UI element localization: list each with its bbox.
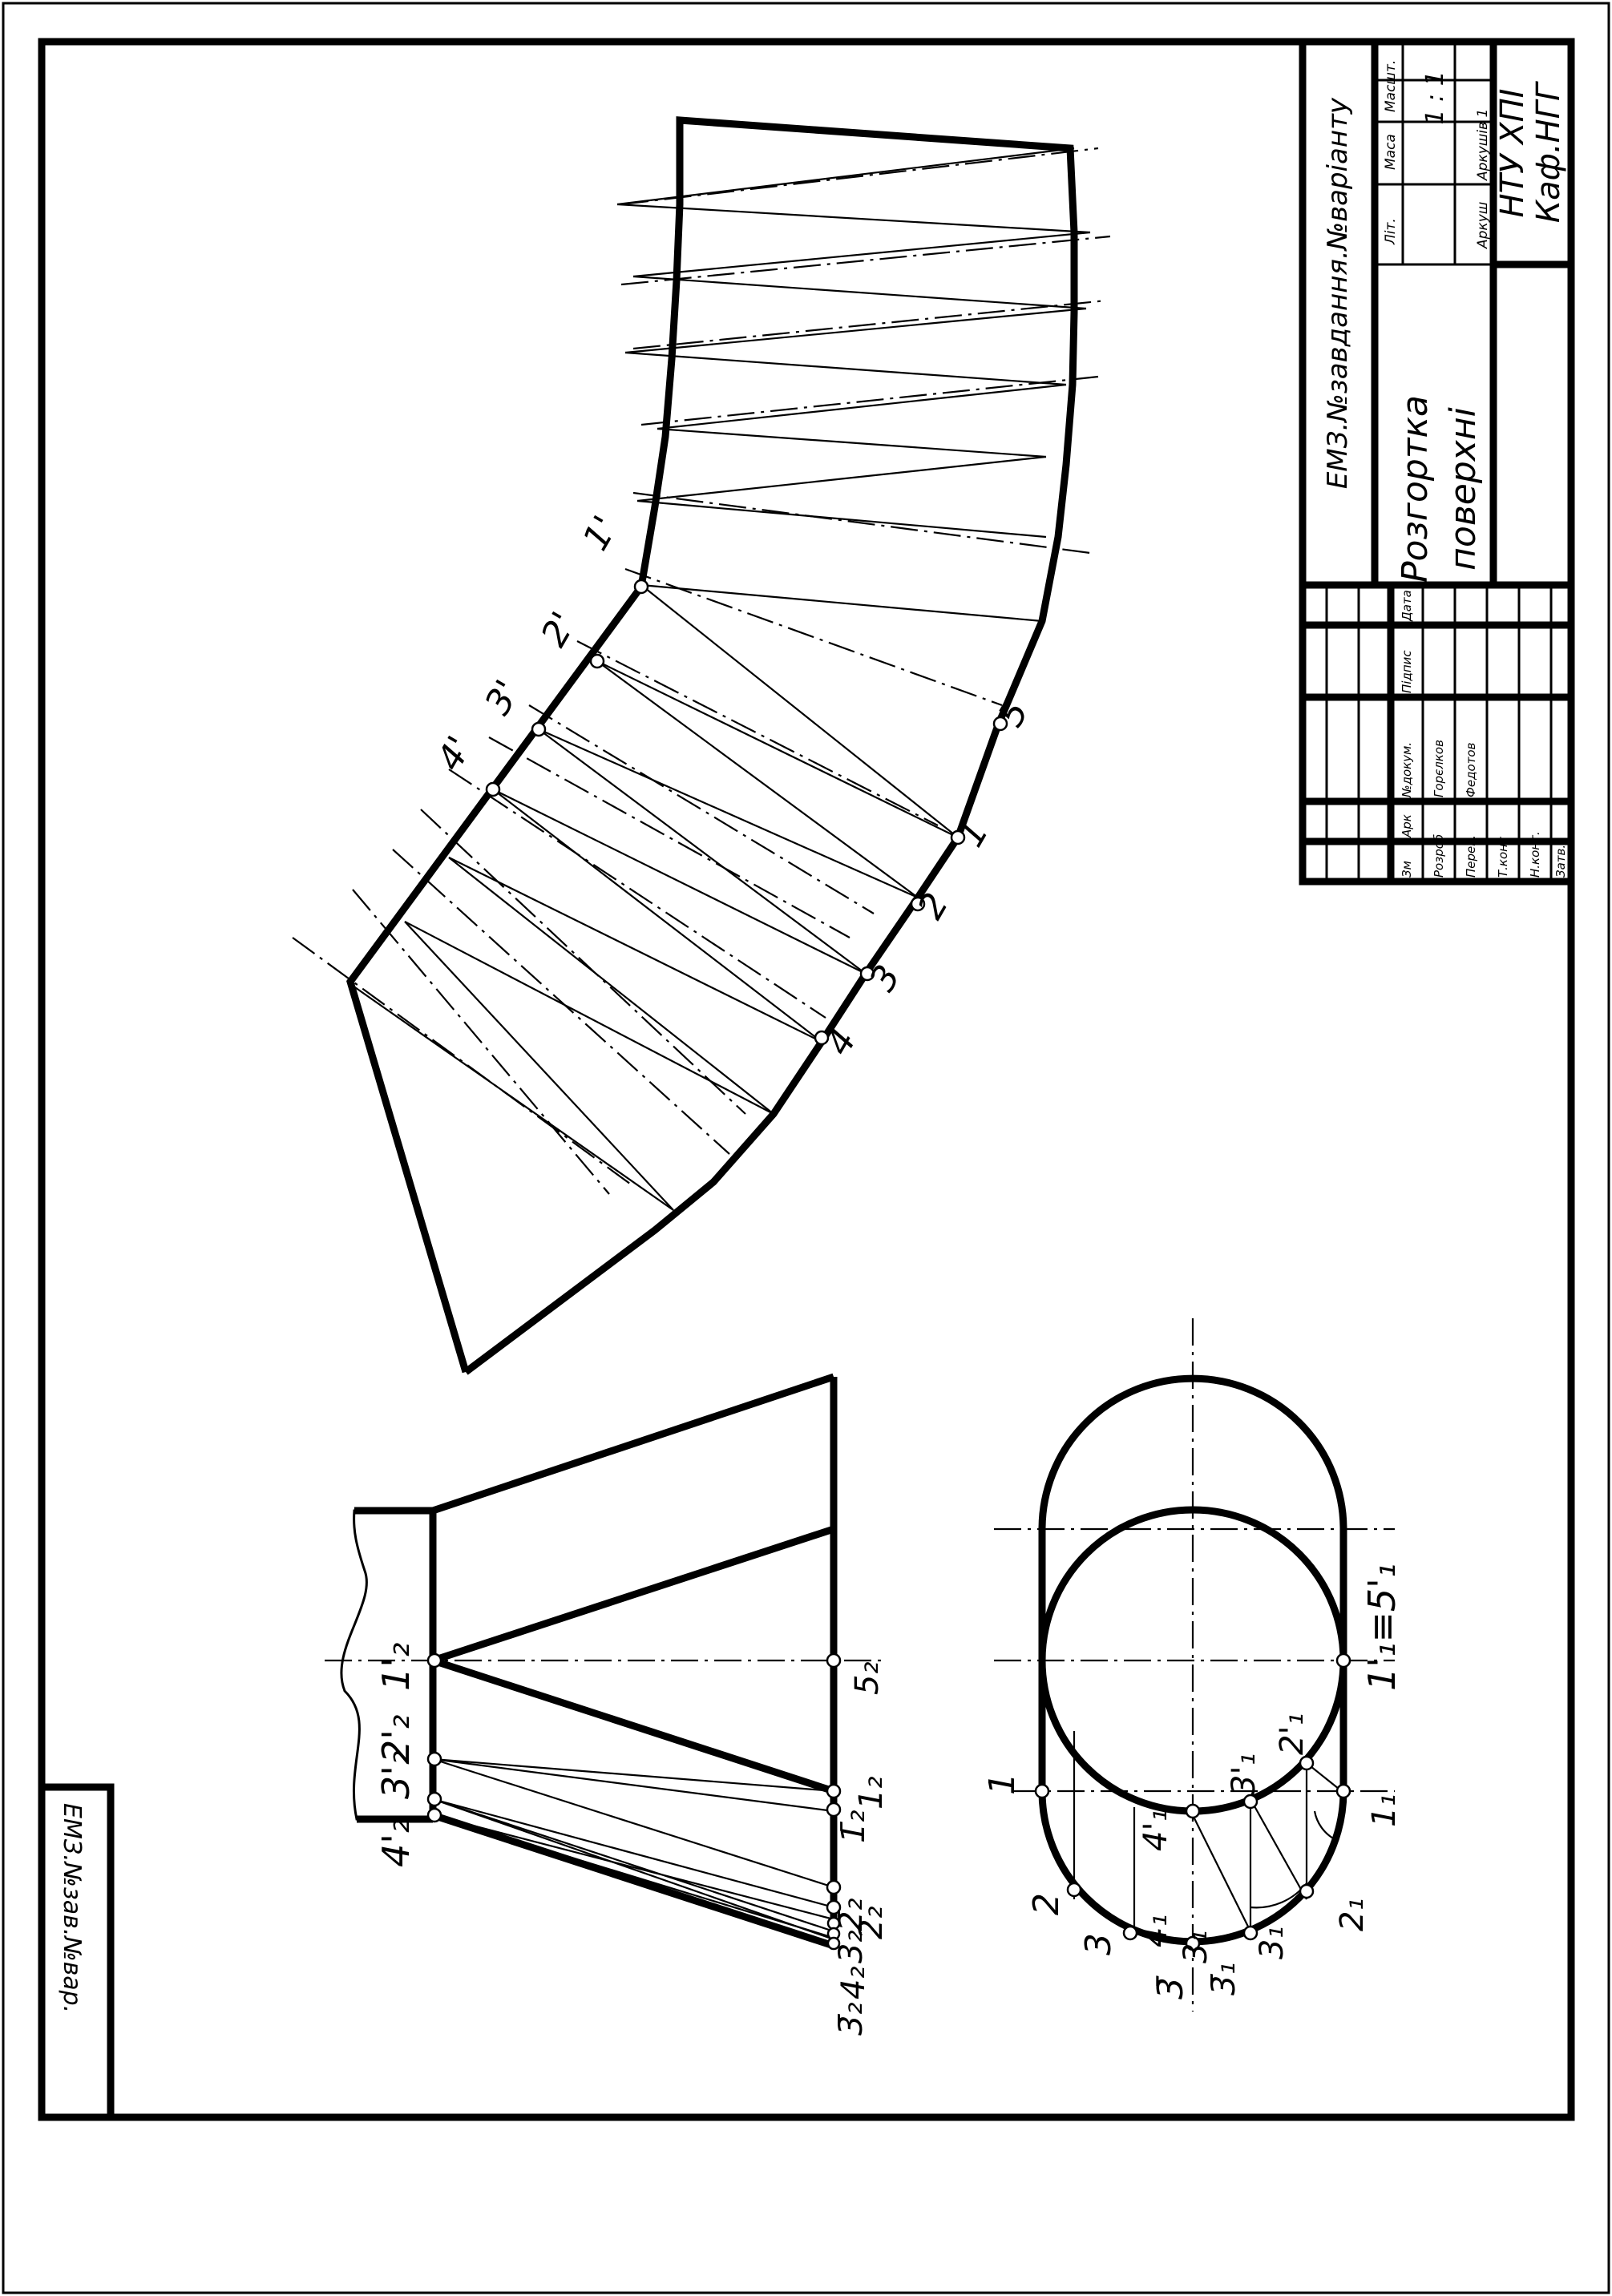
role-developed: Розроб <box>1432 834 1446 878</box>
surface-development: 1' 2' 3' 4' 5 1 2 3 4 <box>292 116 1111 1375</box>
dev-label-1p: 1' <box>575 509 626 557</box>
front-label-4-2: 4₂ <box>835 1967 872 1999</box>
front-label-2b-2: 2̄₂ <box>833 1899 870 1931</box>
front-label-1p2: 1'₂ <box>374 1643 418 1691</box>
mass-label: Маса <box>1383 134 1399 170</box>
doc-code: ЕМЗ.№завдання.№варіанту <box>1322 97 1354 489</box>
org-line2: Каф.НГГ <box>1530 81 1567 223</box>
role-approved: Затв. <box>1553 845 1568 878</box>
top-label-3-1: 3₁ <box>1254 1927 1291 1959</box>
front-label-2-2: 2₂ <box>853 1907 890 1939</box>
top-label-3b-1: 3̄₁ <box>1206 1963 1242 1995</box>
front-label-1-2: 1₂ <box>853 1777 890 1810</box>
dev-point-3p <box>531 721 547 737</box>
hdr-doc-no: №докум. <box>1400 742 1414 798</box>
corner-code-text: ЕМЗ.№зав.№вар. <box>58 1803 86 2013</box>
dev-label-2p: 2' <box>533 605 584 653</box>
front-label-2p2: 2'₂ <box>374 1715 418 1763</box>
top-view: 1 2 3 3̄ 4₁ 4'₁ 3'₁ 2'₁ 1₁ 2₁ 3₁ 3̄₁ 3₁ … <box>982 1318 1404 2012</box>
drawing-title-line1: Розгортка <box>1395 395 1436 583</box>
front-label-3b-2: 3̄₂ <box>833 2003 870 2036</box>
hdr-sign: Підпис <box>1400 650 1414 693</box>
dev-point-1p <box>633 579 649 595</box>
top-label-1: 1 <box>982 1773 1023 1795</box>
front-label-1b-2: 1̄₂ <box>835 1810 872 1843</box>
hdr-ark: Арк <box>1400 814 1414 838</box>
top-label-2p-1: 2'₁ <box>1274 1713 1311 1755</box>
sheet-label: Аркуш <box>1475 202 1491 249</box>
front-label-5-2: 5₂ <box>849 1662 886 1695</box>
role-norm: Н.конт. <box>1528 831 1542 878</box>
scale-value: 1 : 1 <box>1421 71 1449 124</box>
front-label-3-2: 3₂ <box>833 1931 870 1963</box>
development-points <box>485 579 1008 1046</box>
development-construction-lines <box>352 147 1091 1211</box>
top-label-1-1: 1₁ <box>1366 1794 1403 1827</box>
dev-point-3 <box>859 966 875 982</box>
lit-label: Літ. <box>1383 218 1399 245</box>
name-developed: Горєлков <box>1432 740 1446 797</box>
role-tech: Т.конт <box>1496 836 1510 878</box>
hdr-zm: Зм <box>1400 861 1414 878</box>
hdr-date: Дата <box>1400 590 1414 622</box>
top-label-3c-1: 3₁ <box>1178 1931 1214 1963</box>
top-label-4p-1: 4'₁ <box>1137 1810 1174 1851</box>
front-break-stub <box>340 1509 434 1821</box>
scale-label: Масшт. <box>1383 60 1399 112</box>
dev-point-1 <box>950 829 966 845</box>
org-line1: НТУ ХПІ <box>1494 89 1531 218</box>
dev-label-4p: 4' <box>429 729 480 777</box>
development-axis-lines <box>292 147 1111 1195</box>
role-checked: Перев. <box>1464 835 1478 878</box>
dev-label-1: 1 <box>950 814 996 854</box>
dev-label-3: 3 <box>862 958 908 999</box>
sheet-frame <box>38 38 1575 2121</box>
top-label-3b: 3̄ <box>1150 1975 1191 1999</box>
top-points <box>1034 1652 1351 1951</box>
dev-label-2: 2 <box>910 886 956 926</box>
dev-label-3p: 3' <box>477 673 528 721</box>
top-label-2-1: 2₁ <box>1334 1899 1371 1931</box>
top-label-coincident: 1'₁≡5'₁ <box>1360 1564 1404 1691</box>
front-points <box>426 1652 842 1951</box>
dev-point-4 <box>814 1030 830 1046</box>
top-label-4-1: 4₁ <box>1137 1915 1174 1947</box>
corner-code-box: ЕМЗ.№зав.№вар. <box>38 1783 115 2121</box>
name-checked: Федотов <box>1464 742 1478 797</box>
dev-point-2 <box>910 896 926 912</box>
dev-point-5 <box>992 716 1008 732</box>
front-label-4p2: 4'₂ <box>374 1819 418 1867</box>
front-view: 1'₂ 2'₂ 3'₂ 4'₂ 5₂ 1₂ 1̄₂ 2₂ 2̄₂ 3₂ 4₂ 3… <box>325 1373 890 2036</box>
dev-point-2p <box>589 653 605 669</box>
top-label-3: 3 <box>1078 1933 1119 1955</box>
dev-label-4: 4 <box>818 1023 864 1063</box>
top-label-3p-1: 3'₁ <box>1226 1753 1263 1795</box>
top-label-2: 2 <box>1026 1893 1067 1915</box>
front-label-3p2: 3'₂ <box>374 1751 418 1799</box>
sheets-label: Аркушів 1 <box>1475 109 1491 181</box>
title-block: ЕМЗ.№завдання.№варіанту Розгортка поверх… <box>1299 38 1575 886</box>
front-construction-lines <box>432 1757 834 1941</box>
dev-point-4p <box>485 781 501 797</box>
drawing-title-line2: поверхні <box>1443 406 1484 570</box>
